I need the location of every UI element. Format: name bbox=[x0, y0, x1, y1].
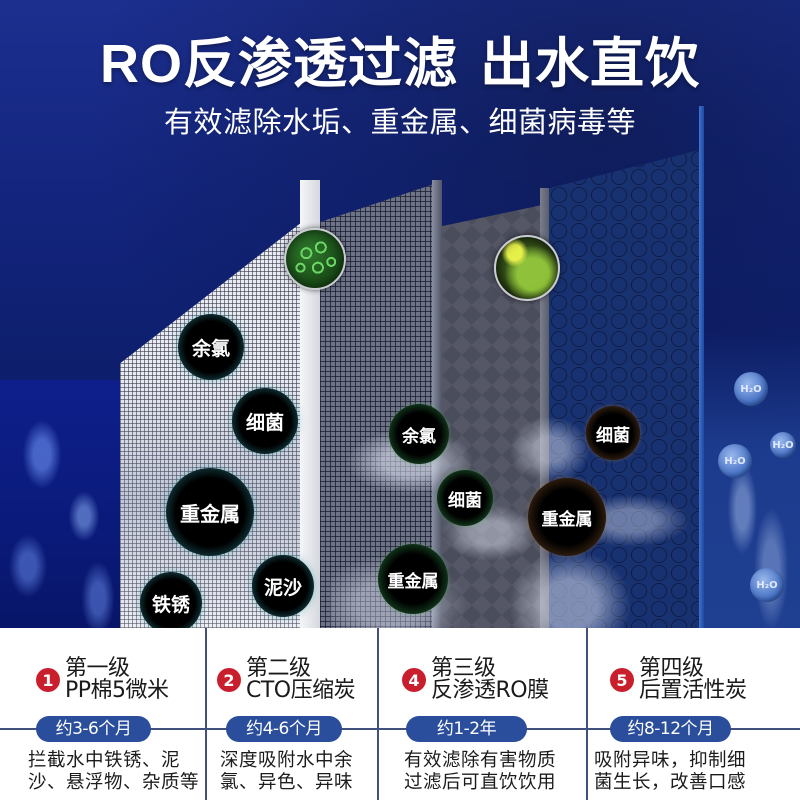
bubble-label: 细菌 bbox=[596, 425, 630, 446]
description-line: 吸附异味，抑制细 bbox=[594, 750, 747, 771]
bubble-label: 重金属 bbox=[387, 571, 439, 592]
stage-description: 有效滤除有害物质 过滤后可直饮饮用 bbox=[404, 750, 556, 794]
molecule-label: H₂O bbox=[756, 579, 778, 591]
stage-level: 第一级 bbox=[65, 656, 130, 681]
description-line: 深度吸附水中余 bbox=[220, 750, 354, 771]
contaminant-bubble: 余氯 bbox=[389, 404, 449, 464]
contaminant-bubble: 重金属 bbox=[528, 478, 606, 556]
lifespan-pill: 约3-6个月 bbox=[36, 716, 151, 742]
bubble-label: 细菌 bbox=[245, 411, 284, 434]
bubble-label: 泥沙 bbox=[263, 576, 302, 599]
stage-card-3: 4 第三级 反渗透RO膜 约1-2年 有效滤除有害物质 过滤后可直饮饮用 bbox=[379, 628, 586, 800]
description-line: 拦截水中铁锈、泥 bbox=[28, 750, 181, 771]
filter-layer-pp-edge bbox=[300, 180, 320, 628]
description-line: 过滤后可直饮饮用 bbox=[404, 772, 557, 793]
stage-description: 拦截水中铁锈、泥 沙、悬浮物、杂质等 bbox=[28, 750, 199, 794]
water-molecule-icon: H₂O bbox=[718, 444, 752, 478]
lifespan-pill: 约1-2年 bbox=[406, 716, 527, 742]
filter-stages-table: 1 第一级 PP棉5微米 约3-6个月 拦截水中铁锈、泥 沙、悬浮物、杂质等 2… bbox=[0, 628, 800, 800]
contaminant-bubble: 细菌 bbox=[586, 406, 640, 460]
column-divider bbox=[205, 628, 207, 800]
stage-number-badge: 5 bbox=[610, 668, 634, 692]
column-divider bbox=[377, 628, 379, 800]
bubble-label: 铁锈 bbox=[151, 593, 190, 616]
hero-banner: 余氯 细菌 重金属 泥沙 铁锈 余氯 细菌 重金属 细菌 重金属 H₂O H₂O… bbox=[0, 0, 800, 628]
lifespan-pill: 约8-12个月 bbox=[610, 716, 731, 742]
description-line: 有效滤除有害物质 bbox=[404, 750, 557, 771]
virus-microscope-icon bbox=[284, 228, 346, 290]
title-part-2: 出水直饮 bbox=[480, 34, 700, 94]
contaminant-bubble: 泥沙 bbox=[252, 555, 314, 617]
lifespan-pill: 约4-6个月 bbox=[226, 716, 342, 742]
water-ripple-background bbox=[0, 380, 140, 628]
title-part-1: RO反渗透过滤 bbox=[100, 34, 458, 94]
molecule-label: H₂O bbox=[740, 383, 762, 395]
column-divider bbox=[586, 628, 588, 800]
molecule-label: H₂O bbox=[724, 455, 746, 467]
bubble-label: 余氯 bbox=[191, 337, 230, 360]
stage-level: 第三级 bbox=[431, 656, 496, 681]
stage-name: CTO压缩炭 bbox=[246, 678, 356, 703]
water-molecule-icon: H₂O bbox=[750, 568, 784, 602]
stage-card-2: 2 第二级 CTO压缩炭 约4-6个月 深度吸附水中余 氯、异色、异味 bbox=[207, 628, 377, 800]
molecule-label: H₂O bbox=[772, 439, 794, 451]
stage-level: 第二级 bbox=[246, 656, 311, 681]
bacteria-microscope-icon bbox=[494, 235, 560, 301]
contaminant-bubble: 细菌 bbox=[232, 388, 298, 454]
contaminant-bubble: 细菌 bbox=[437, 470, 493, 526]
contaminant-bubble: 重金属 bbox=[166, 468, 254, 556]
description-line: 菌生长，改善口感 bbox=[594, 772, 747, 793]
filter-layer-post-edge bbox=[699, 106, 704, 628]
bubble-label: 重金属 bbox=[541, 509, 593, 530]
stage-number-badge: 1 bbox=[36, 668, 60, 692]
contaminant-bubble: 铁锈 bbox=[140, 572, 202, 628]
bubble-label: 重金属 bbox=[180, 501, 240, 526]
horizontal-divider bbox=[0, 728, 800, 730]
water-molecule-icon: H₂O bbox=[734, 372, 768, 406]
stage-number-badge: 4 bbox=[402, 668, 426, 692]
stage-description: 吸附异味，抑制细 菌生长，改善口感 bbox=[594, 750, 746, 794]
stage-name: 反渗透RO膜 bbox=[431, 678, 549, 703]
stage-card-4: 5 第四级 后置活性炭 约8-12个月 吸附异味，抑制细 菌生长，改善口感 bbox=[588, 628, 800, 800]
stage-description: 深度吸附水中余 氯、异色、异味 bbox=[220, 750, 353, 794]
water-molecule-icon: H₂O bbox=[770, 432, 796, 458]
stage-card-1: 1 第一级 PP棉5微米 约3-6个月 拦截水中铁锈、泥 沙、悬浮物、杂质等 bbox=[0, 628, 205, 800]
bubble-label: 细菌 bbox=[448, 490, 482, 511]
contaminant-bubble: 重金属 bbox=[378, 544, 448, 614]
page-title: RO反渗透过滤出水直饮 bbox=[0, 34, 800, 94]
stage-level: 第四级 bbox=[639, 656, 704, 681]
stage-number-badge: 2 bbox=[217, 668, 241, 692]
page-subtitle: 有效滤除水垢、重金属、细菌病毒等 bbox=[163, 105, 636, 139]
stage-name: PP棉5微米 bbox=[65, 678, 169, 703]
description-line: 氯、异色、异味 bbox=[220, 772, 354, 793]
bubble-label: 余氯 bbox=[402, 426, 436, 447]
description-line: 沙、悬浮物、杂质等 bbox=[28, 772, 200, 793]
contaminant-bubble: 余氯 bbox=[178, 314, 244, 380]
stage-name: 后置活性炭 bbox=[639, 678, 747, 703]
